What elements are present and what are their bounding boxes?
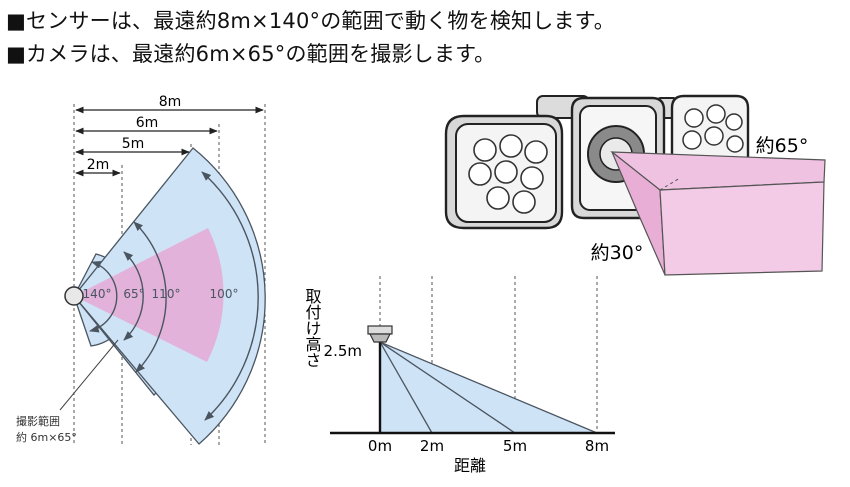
sensor-spec-heading: ■センサーは、最遠約8m×140°の範囲で動く物を検知します。: [6, 9, 615, 33]
mounting-height-chart: 2.5m 取付け高さ 0m 2m 5m 8m 距離: [303, 276, 615, 475]
angle-label-140: 140°: [83, 287, 112, 301]
angle-arcs: [89, 171, 259, 421]
camera-view-box: [610, 151, 826, 276]
x-tick-8m: 8m: [585, 437, 609, 455]
distance-label-6m: 6m: [136, 115, 159, 131]
distance-label-5m: 5m: [122, 136, 145, 152]
distance-label-8m: 8m: [159, 94, 182, 110]
camera-callout-line: [59, 339, 119, 411]
camera-range-label: 撮影範囲: [16, 414, 60, 428]
x-tick-2m: 2m: [420, 437, 444, 455]
angle-label-110: 110°: [152, 287, 181, 301]
vertical-angle-label: 約30°: [591, 242, 644, 264]
angle-label-65: 65°: [123, 287, 144, 301]
detection-rays: [379, 341, 598, 434]
height-axis-label: 取付け高さ: [303, 288, 322, 368]
height-chart-guides: [379, 276, 598, 433]
horizontal-angle-label: 約65°: [756, 135, 809, 157]
left-led-array: [468, 134, 548, 214]
height-value-label: 2.5m: [324, 342, 362, 360]
sensor-device-icon: [367, 325, 393, 343]
sensor-origin-icon: [64, 286, 84, 306]
x-tick-0m: 0m: [368, 437, 392, 455]
camera-range-value: 約 6m×65°: [16, 430, 77, 444]
distance-arrows: [75, 106, 264, 177]
right-led-array: [682, 104, 744, 153]
x-tick-5m: 5m: [503, 437, 527, 455]
distance-label-2m: 2m: [87, 157, 110, 173]
camera-zone: [74, 228, 224, 362]
camera-spec-heading: ■カメラは、最遠約6m×65°の範囲を撮影します。: [6, 42, 496, 66]
sensor-range-diagram: 8m 6m 5m 2m 140° 65° 110° 100° 撮影範囲 約 6m…: [16, 94, 266, 445]
camera-unit-illustration: 約65° 約30°: [444, 94, 826, 276]
angle-label-100: 100°: [210, 287, 239, 301]
distance-axis-label: 距離: [454, 456, 486, 475]
